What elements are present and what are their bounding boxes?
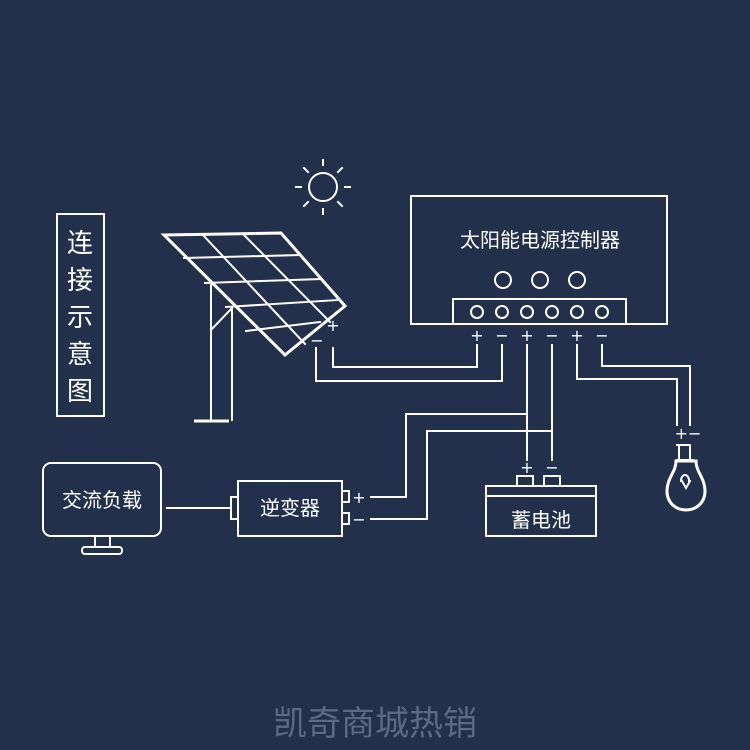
monitor-screen xyxy=(42,462,162,537)
wires-panel-to-controller xyxy=(315,344,503,382)
title-char-3: 示 xyxy=(67,303,93,333)
battery-icon xyxy=(485,475,597,537)
indicator-light-2 xyxy=(531,271,549,289)
title-char-5: 图 xyxy=(67,377,93,407)
solar-panel-icon xyxy=(160,231,348,423)
watermark-text: 凯奇商城热销 xyxy=(273,704,477,744)
panel-plus-sign: + xyxy=(326,316,339,335)
panel-minus-sign: − xyxy=(310,331,323,350)
inverter-minus-sign: − xyxy=(352,510,365,529)
title-frame xyxy=(56,213,105,417)
controller-frame xyxy=(410,195,668,325)
terminal-block xyxy=(452,298,627,325)
title-char-4: 意 xyxy=(67,340,93,370)
terminal-2 xyxy=(495,305,509,319)
indicator-light-1 xyxy=(494,271,512,289)
terminal-5 xyxy=(570,305,584,319)
terminal-sign-5: + xyxy=(570,326,583,345)
terminal-sign-4: − xyxy=(545,326,558,345)
inverter-plus-sign: + xyxy=(352,488,365,507)
terminal-sign-1: + xyxy=(470,326,483,345)
terminal-6 xyxy=(595,305,609,319)
battery-frame xyxy=(485,485,597,537)
terminal-1 xyxy=(470,305,484,319)
wires-battery-inverter xyxy=(370,344,553,520)
ac-load-label: 交流负载 xyxy=(62,488,142,512)
sun-icon xyxy=(295,159,351,215)
battery-plus-sign: + xyxy=(520,458,533,477)
bulb-polarity-signs: +− xyxy=(675,424,702,443)
title-char-2: 接 xyxy=(67,266,93,296)
terminal-sign-6: − xyxy=(595,326,608,345)
inverter-label: 逆变器 xyxy=(260,496,320,520)
monitor-icon: 交流负载 xyxy=(42,462,162,555)
terminal-sign-3: + xyxy=(520,326,533,345)
terminal-sign-2: − xyxy=(495,326,508,345)
indicator-light-3 xyxy=(568,271,586,289)
solar-controller: 太阳能电源控制器 + − + − + − xyxy=(410,195,668,345)
wires-to-bulb xyxy=(576,344,691,426)
terminal-3 xyxy=(520,305,534,319)
inverter-box: 逆变器 xyxy=(230,480,350,537)
light-bulb-icon xyxy=(665,444,707,512)
terminal-4 xyxy=(545,305,559,319)
controller-title: 太阳能电源控制器 xyxy=(460,228,620,252)
battery-minus-sign: − xyxy=(545,458,558,477)
title-char-1: 连 xyxy=(67,229,93,259)
battery-label: 蓄电池 xyxy=(511,508,571,532)
diagram-title-box: 连 接 示 意 图 xyxy=(56,213,105,417)
